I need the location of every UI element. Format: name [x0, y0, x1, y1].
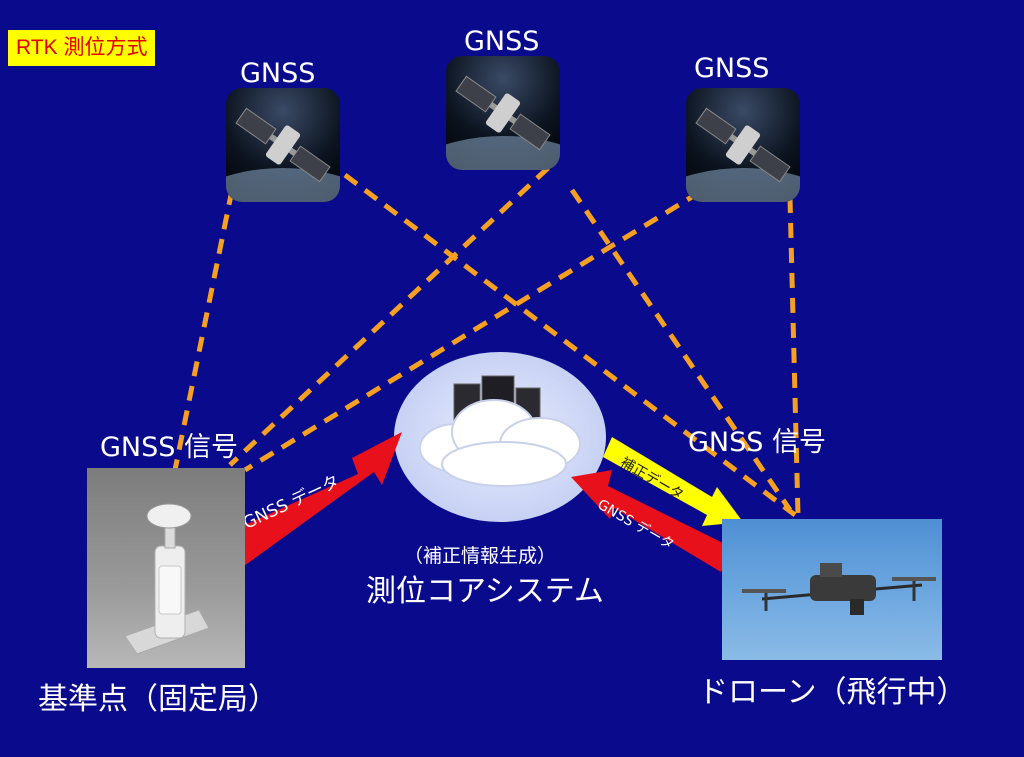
drone-caption: ドローン（飛行中）: [698, 667, 967, 711]
drone-photo: [722, 519, 942, 660]
base-station-icon: [87, 468, 245, 668]
drone-icon: [722, 519, 942, 660]
base-station-caption: 基準点（固定局）: [38, 674, 278, 718]
base-station-photo: [87, 468, 245, 668]
